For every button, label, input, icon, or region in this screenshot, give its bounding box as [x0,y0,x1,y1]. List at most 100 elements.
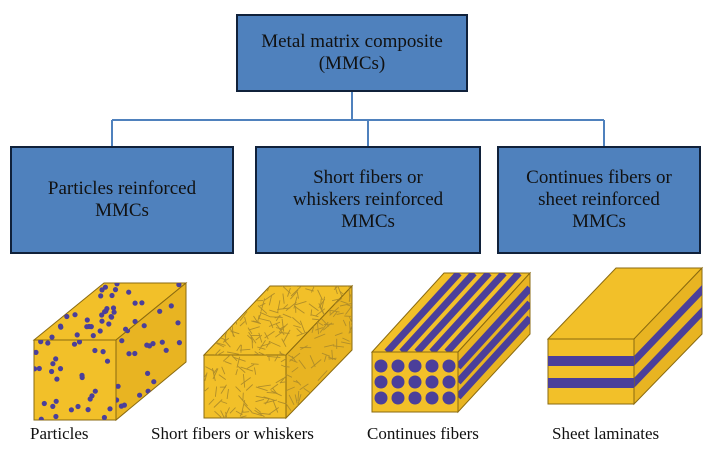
fiber-stripe-top [384,273,462,352]
short-fiber-stroke [205,366,215,372]
short-fiber-stroke [333,286,338,295]
particle-dot [123,326,129,332]
fiber-end [391,359,405,373]
particle-dot [101,414,108,420]
short-fiber-stroke [321,352,331,357]
short-fiber-stroke [270,383,279,390]
short-fiber-stroke [286,372,293,378]
short-fiber-stroke [310,359,322,369]
fiber-stripe-side [458,315,530,400]
fiber-stripe-side [458,300,530,385]
fiber-cross-sections [374,359,456,405]
particle-dot [109,314,115,320]
caption-short-fibers: Short fibers or whiskers [151,424,314,443]
short-fiber-stroke [241,399,246,414]
short-fiber-stroke [212,368,218,375]
short-fiber-stroke [257,384,271,388]
particle-dot [132,350,138,357]
short-fiber-stroke [247,327,253,334]
short-fiber-stroke [311,314,319,318]
short-fiber-stroke [310,309,313,316]
short-fiber-stroke [297,394,302,407]
short-fiber-stroke [303,387,311,394]
short-fiber-stroke [239,311,248,321]
particle-dot [163,347,169,353]
particle-dot [107,406,113,412]
short-fiber-stroke [297,390,300,402]
particle-dot [72,312,78,318]
fiber-end [391,391,405,405]
particle-dot [106,321,112,327]
short-fiber-stroke [260,298,266,312]
category-3-line-1: Continues fibers or [526,167,672,188]
short-fiber-stroke [248,331,257,344]
short-fiber-stroke [327,356,337,361]
short-fiber-stroke [236,356,241,368]
short-fiber-stroke [221,366,226,375]
short-fiber-stroke [254,407,261,413]
continuous-fibers-illustration [370,271,532,414]
short-fiber-stroke [321,318,330,327]
short-fiber-stroke [305,288,314,292]
particle-dot [151,379,157,385]
short-fiber-stroke [237,366,246,373]
short-fiber-stroke [232,356,246,362]
particle-dot [97,328,103,334]
short-fiber-stroke [240,344,242,353]
short-fiber-stroke [211,351,225,355]
particle-dot [159,339,165,345]
short-fiber-stroke [257,412,271,415]
short-fiber-stroke [336,312,344,315]
short-fiber-stroke [259,311,271,318]
fiber-stripe-top [414,273,492,352]
short-fiber-stroke [290,286,302,297]
particle-dot [92,347,98,354]
short-fibers-top-strokes [210,286,352,355]
short-fiber-stroke [224,360,232,365]
particle-dot [114,283,120,287]
short-fiber-stroke [260,343,271,347]
particle-dot [109,292,115,299]
particle-dot [76,340,83,345]
short-fiber-stroke [316,322,320,335]
root-line-2: (MMCs) [318,53,386,74]
continuous-side-stripes [458,285,530,400]
particle-dot [41,400,47,407]
short-fiber-stroke [282,304,289,310]
short-fiber-stroke [230,330,240,335]
short-fiber-stroke [254,351,264,355]
short-fiber-stroke [264,292,275,301]
particle-dot [168,303,174,309]
short-fiber-stroke [342,337,350,342]
short-fiber-stroke [289,359,298,363]
short-fiber-stroke [251,412,263,417]
laminate-front-layer-2 [548,378,634,388]
short-fiber-stroke [315,308,326,317]
laminate-front-layer-1 [548,356,634,366]
short-fiber-stroke [215,341,226,346]
category-3-line-2: sheet reinforced [538,189,660,210]
particle-dot [71,341,78,347]
short-fiber-stroke [274,355,279,362]
short-fiber-stroke [341,341,351,345]
particle-dot [68,407,74,413]
short-fiber-stroke [243,411,250,413]
particle-dot [176,283,182,288]
short-fiber-stroke [263,399,278,404]
short-fiber-stroke [220,384,227,394]
particle-dot [54,376,60,382]
particle-dot [110,305,117,311]
particle-dot [132,300,138,306]
short-fiber-stroke [323,344,335,348]
short-fiber-stroke [308,303,319,312]
particle-dot [64,313,70,320]
short-fiber-stroke [317,289,323,301]
short-fiber-stroke [208,398,215,405]
short-fiber-stroke [268,294,273,306]
short-fiber-stroke [279,351,285,355]
particle-dot [111,309,117,315]
short-fiber-stroke [255,395,269,400]
particle-dot [126,289,132,295]
